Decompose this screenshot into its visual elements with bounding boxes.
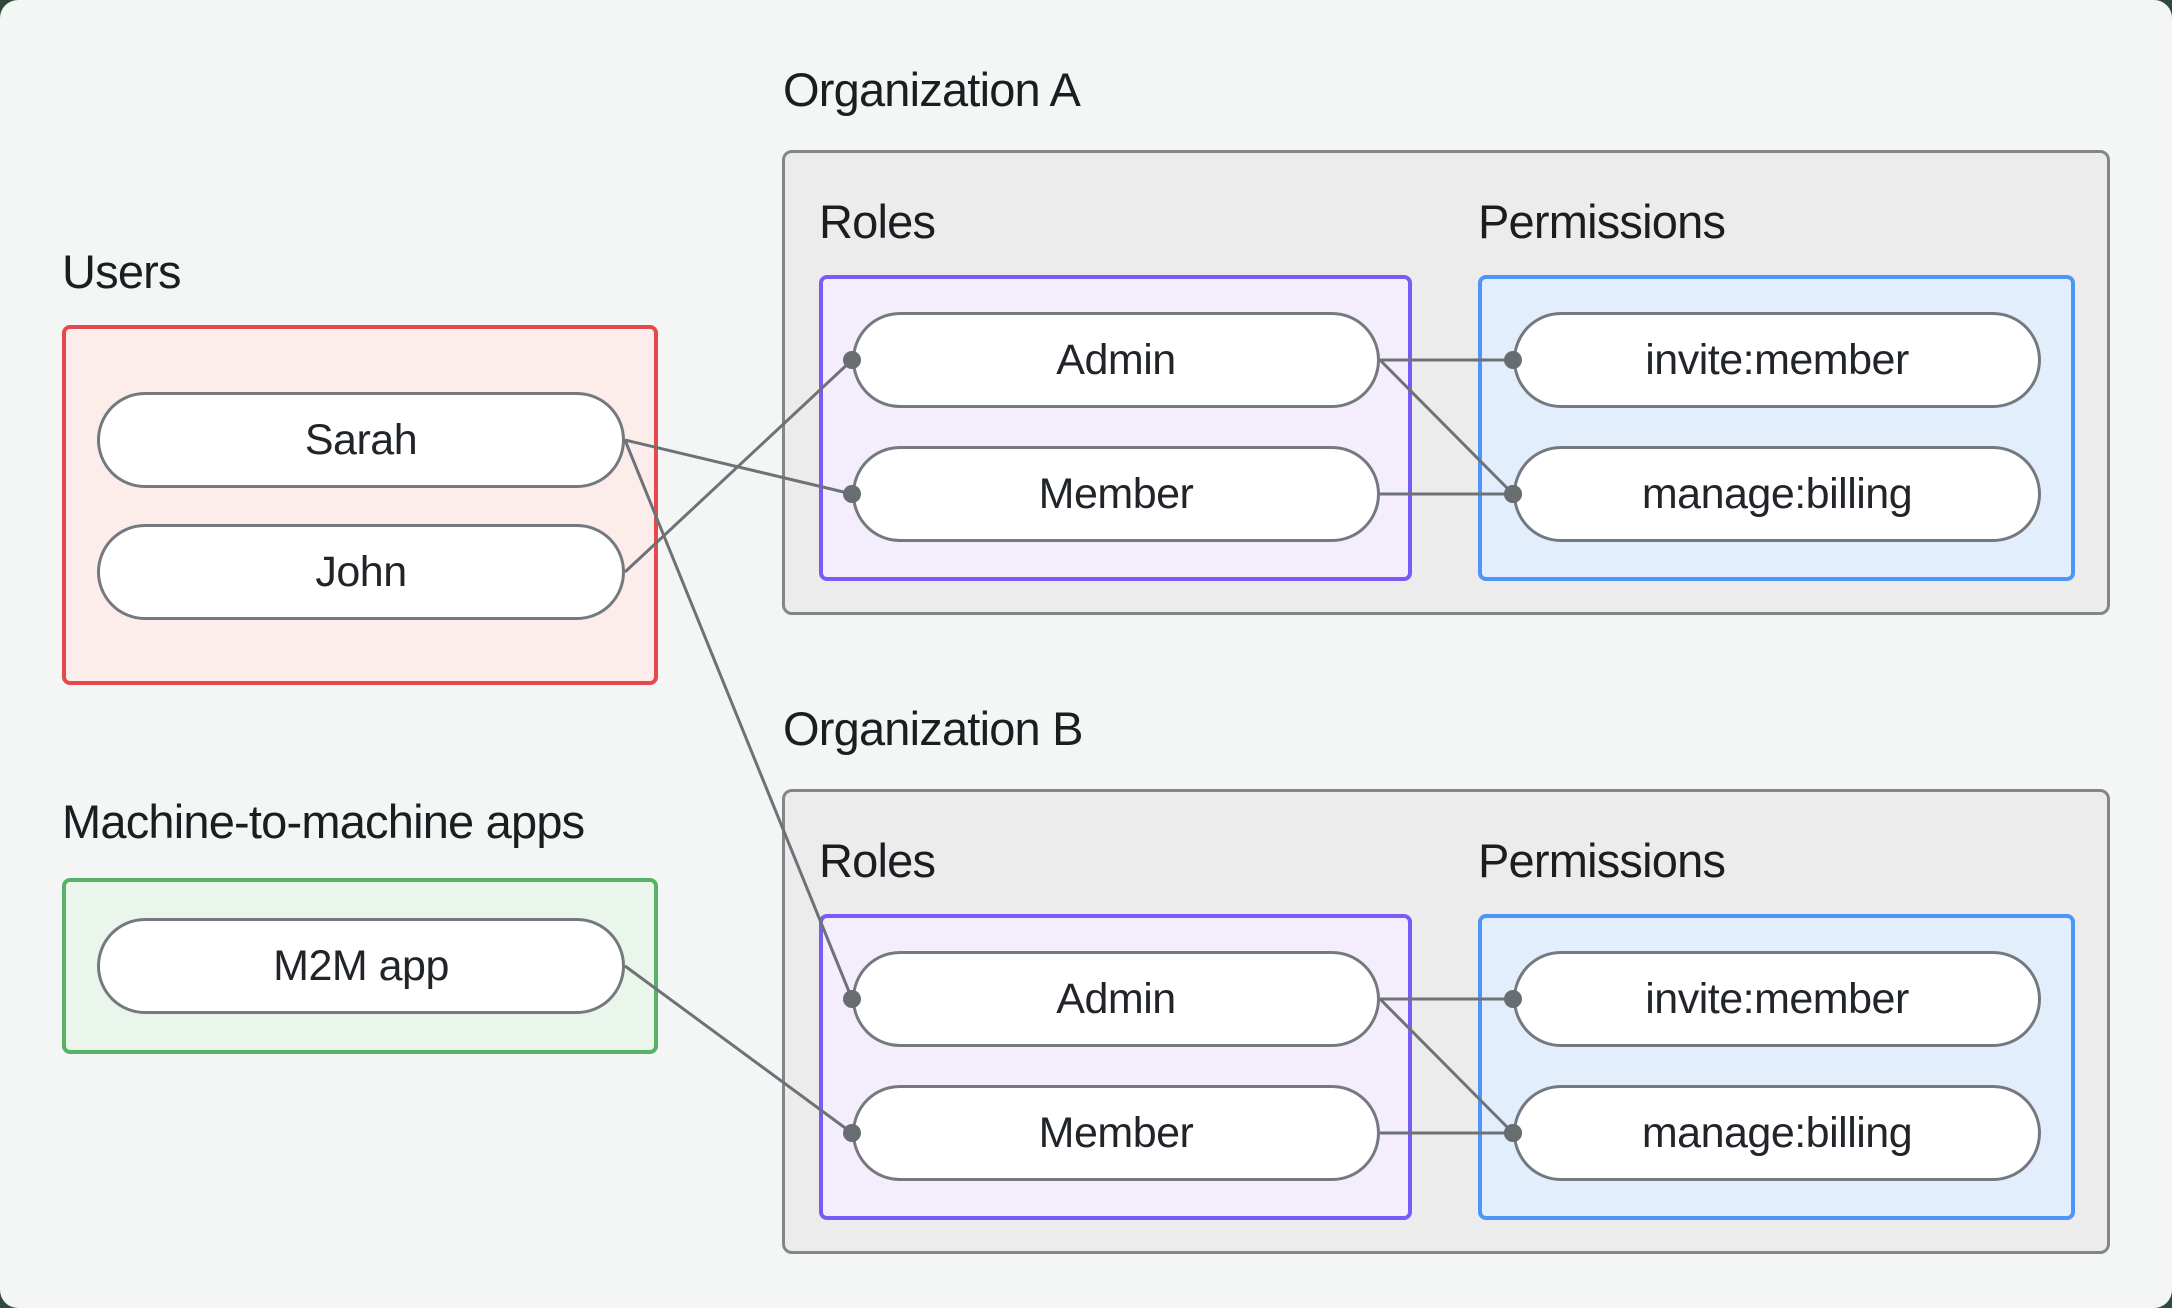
role-pill-org-b-admin: Admin	[852, 951, 1380, 1047]
perm-pill-org-b-manage-billing: manage:billing	[1513, 1085, 2041, 1181]
role-pill-org-b-admin-label: Admin	[1056, 974, 1176, 1023]
role-pill-org-a-member: Member	[852, 446, 1380, 542]
role-pill-org-a-admin-label: Admin	[1056, 335, 1176, 384]
org-a-roles-label: Roles	[819, 195, 936, 248]
role-pill-org-a-member-label: Member	[1038, 469, 1194, 518]
perm-pill-org-a-manage-billing-label: manage:billing	[1641, 469, 1913, 518]
m2m-group-label: Machine-to-machine apps	[62, 795, 585, 848]
perm-pill-org-b-invite-member: invite:member	[1513, 951, 2041, 1047]
perm-pill-org-a-invite-member: invite:member	[1513, 312, 2041, 408]
m2m-pill-m2m-app: M2M app	[97, 918, 625, 1014]
user-pill-sarah: Sarah	[97, 392, 625, 488]
user-pill-john: John	[97, 524, 625, 620]
role-pill-org-a-admin: Admin	[852, 312, 1380, 408]
org-b-permissions-label: Permissions	[1478, 834, 1726, 887]
org-a-permissions-label: Permissions	[1478, 195, 1726, 248]
org-a-label: Organization A	[783, 63, 1081, 116]
perm-pill-org-b-manage-billing-label: manage:billing	[1641, 1108, 1913, 1157]
role-pill-org-b-member-label: Member	[1038, 1108, 1194, 1157]
role-pill-org-b-member: Member	[852, 1085, 1380, 1181]
m2m-pill-m2m-app-label: M2M app	[273, 941, 449, 990]
users-group-label: Users	[62, 245, 182, 298]
perm-pill-org-a-manage-billing: manage:billing	[1513, 446, 2041, 542]
users-group-box	[62, 325, 658, 685]
perm-pill-org-b-invite-member-label: invite:member	[1645, 974, 1909, 1023]
org-b-roles-label: Roles	[819, 834, 936, 887]
perm-pill-org-a-invite-member-label: invite:member	[1645, 335, 1909, 384]
user-pill-john-label: John	[315, 547, 407, 596]
org-b-label: Organization B	[783, 702, 1084, 755]
user-pill-sarah-label: Sarah	[304, 415, 418, 464]
